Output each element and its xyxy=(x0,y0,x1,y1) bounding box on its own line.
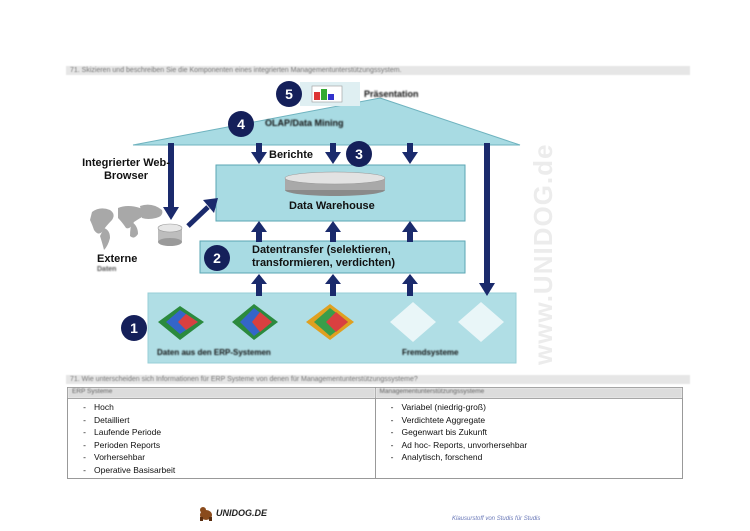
step-1-badge: 1 xyxy=(121,315,147,341)
footer-logo: UNIDOG.DE xyxy=(198,505,267,521)
step-2-badge: 2 xyxy=(204,245,230,271)
web-browser-label: Integrierter Web-Browser xyxy=(82,157,170,182)
fremdsystem-icon-1 xyxy=(390,302,436,342)
presentation-icon-bar2 xyxy=(321,89,327,100)
table-header-erp: ERP Systeme xyxy=(68,388,375,398)
externe-sub-label: Daten xyxy=(97,266,117,273)
architecture-diagram xyxy=(90,82,521,364)
footer-right-text: Klausurstoff von Studis für Studis xyxy=(452,516,541,522)
arrow-browser-down xyxy=(163,143,179,220)
arrows-roof-down xyxy=(251,143,418,164)
list-item: -Analytisch, forschend xyxy=(390,452,483,462)
question-2: 71. Wie unterscheiden sich Informationen… xyxy=(66,375,690,384)
question-2-text: 71. Wie unterscheiden sich Informationen… xyxy=(70,376,418,383)
list-item: -Hoch xyxy=(83,402,114,412)
comparison-table: ERP Systeme Managementunterstützungssyst… xyxy=(67,387,683,479)
presentation-icon-bar1 xyxy=(314,92,320,100)
question-1: 71. Skizieren und beschreiben Sie die Ko… xyxy=(66,66,690,75)
dog-logo-icon xyxy=(200,507,212,521)
datentransfer-label: Datentransfer (selektieren, transformier… xyxy=(252,244,396,269)
arrows-transfer-up xyxy=(251,221,418,242)
database-icon-top xyxy=(284,171,386,185)
fremdsysteme-label: Fremdsysteme xyxy=(402,348,459,357)
list-item: -Variabel (niedrig-groß) xyxy=(390,402,486,412)
list-item: -Laufende Periode xyxy=(83,427,162,437)
world-map-icon xyxy=(90,204,163,250)
step-5-badge: 5 xyxy=(276,81,302,107)
arrow-externe-to-dw xyxy=(186,198,218,228)
olap-label: OLAP/Data Mining xyxy=(265,118,344,128)
externe-label: Externe xyxy=(97,253,138,265)
list-item: -Vorhersehbar xyxy=(83,452,146,462)
list-item: -Detailliert xyxy=(83,414,130,425)
erp-icon-2 xyxy=(232,304,278,340)
step-4-badge: 4 xyxy=(228,111,254,137)
fremdsystem-icon-2 xyxy=(458,302,504,342)
mus-list: -Variabel (niedrig-groß) -Verdichtete Ag… xyxy=(376,401,683,464)
erp-icon-1 xyxy=(158,306,204,340)
berichte-label: Berichte xyxy=(269,149,314,161)
watermark: www.UNIDOG.de xyxy=(528,143,558,366)
data-warehouse-label: Data Warehouse xyxy=(289,200,375,212)
erp-list: -Hoch -Detailliert -Laufende Periode -Pe… xyxy=(68,401,375,476)
question-1-text: 71. Skizieren und beschreiben Sie die Ko… xyxy=(70,67,402,74)
list-item: -Gegenwart bis Zukunft xyxy=(390,427,488,437)
table-header-mus: Managementunterstützungssysteme xyxy=(375,388,682,398)
arrow-fremd-down xyxy=(479,143,495,296)
olap-roof xyxy=(132,97,521,146)
presentation-icon-bar3 xyxy=(328,94,334,100)
step-3-badge: 3 xyxy=(346,141,372,167)
list-item: -Perioden Reports xyxy=(83,439,161,450)
list-item: -Verdichtete Aggregate xyxy=(390,414,486,425)
footer-logo-text: UNIDOG.DE xyxy=(216,508,268,518)
erp-sources-label: Daten aus den ERP-Systemen xyxy=(157,348,271,357)
list-item: -Operative Basisarbeit xyxy=(83,464,176,475)
praesentation-label: Präsentation xyxy=(364,89,419,99)
erp-icon-3 xyxy=(306,304,354,340)
list-item: -Ad hoc- Reports, unvorhersehbar xyxy=(390,439,528,450)
externe-db-icon xyxy=(157,223,183,246)
arrows-sources-up xyxy=(251,274,418,296)
